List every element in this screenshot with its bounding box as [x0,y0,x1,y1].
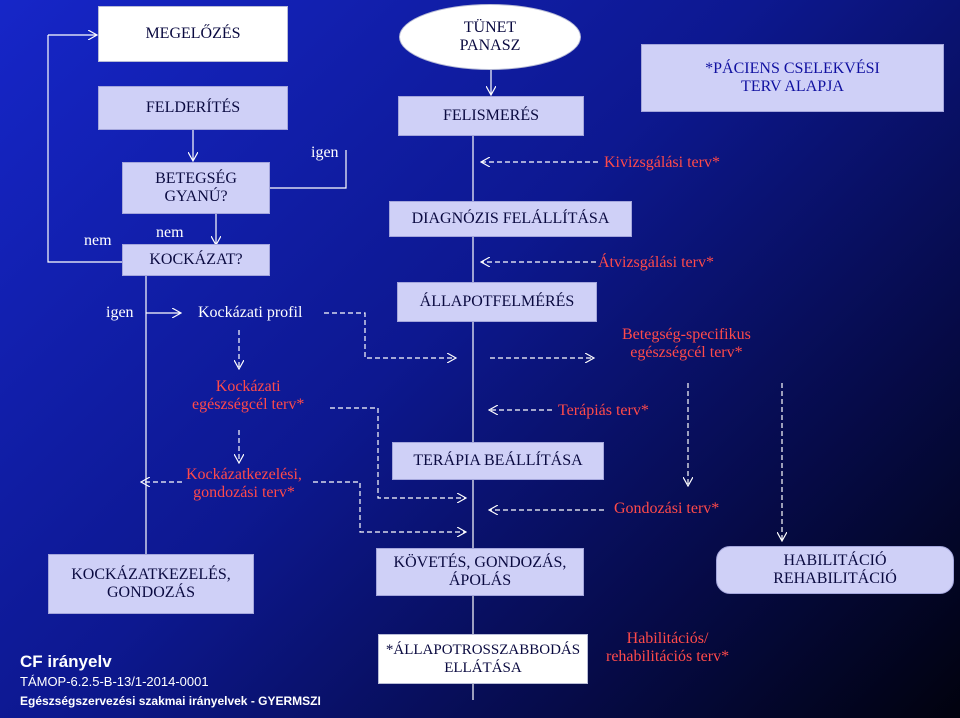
kockazati-profil-label: Kockázati profil [198,304,303,321]
terapias-terv-label: Terápiás terv* [558,402,649,419]
line-igen-top [270,150,347,189]
kivizsgalasi-terv-label: Kivizsgálási terv* [604,154,720,171]
habilitacio-box: HABILITÁCIÓ REHABILITÁCIÓ [716,546,954,594]
footer-org: Egészségszervezési szakmai irányelvek - … [20,694,321,708]
paciens-terv-box: *PÁCIENS CSELEKVÉSI TERV ALAPJA [641,44,944,112]
kovetes-box: KÖVETÉS, GONDOZÁS, ÁPOLÁS [376,548,584,596]
betegseg-gyanu-box: BETEGSÉG GYANÚ? [122,162,270,214]
dash-egeszsegcel-to-terapia [330,407,465,498]
kockazatkezeles-box: KOCKÁZATKEZELÉS, GONDOZÁS [48,554,254,614]
dash-profil-to-allapot [324,312,455,358]
diagnozis-box: DIAGNÓZIS FELÁLLÍTÁSA [389,201,632,237]
kockazati-egeszsegcel-label: Kockázati egészségcél terv* [192,378,305,413]
dash-kockazatkezelesi-to-center [313,481,465,532]
igen-left-label: igen [106,304,134,321]
habilitacios-terv-label: Habilitációs/ rehabilitációs terv* [606,630,730,665]
gondozasi-terv-label: Gondozási terv* [614,500,720,517]
nem-inner-label: nem [156,224,184,241]
betegseg-specifikus-label: Betegség-specifikus egészségcél terv* [622,326,751,361]
tunet-panasz-oval: TÜNET PANASZ [399,4,581,70]
kockazat-question-box: KOCKÁZAT? [122,244,270,276]
allapotrosszabbodas-box: *ÁLLAPOTROSSZABBODÁS ELLÁTÁSA [378,634,588,684]
footer-title: CF irányelv [20,652,112,671]
nem-left-label: nem [84,232,112,249]
kockazatkezelesi-label: Kockázatkezelési, gondozási terv* [186,466,302,501]
igen-top-label: igen [311,144,339,161]
terapia-box: TERÁPIA BEÁLLÍTÁSA [392,442,604,480]
felderites-box: FELDERÍTÉS [98,86,288,130]
megelozes-box: MEGELŐZÉS [98,6,288,62]
line-nem-left [47,35,128,263]
footer-code: TÁMOP-6.2.5-B-13/1-2014-0001 [20,674,209,689]
atvizsgalasi-terv-label: Átvizsgálási terv* [598,254,714,271]
felismeres-box: FELISMERÉS [398,96,584,136]
allapotfelmeres-box: ÁLLAPOTFELMÉRÉS [397,282,597,322]
